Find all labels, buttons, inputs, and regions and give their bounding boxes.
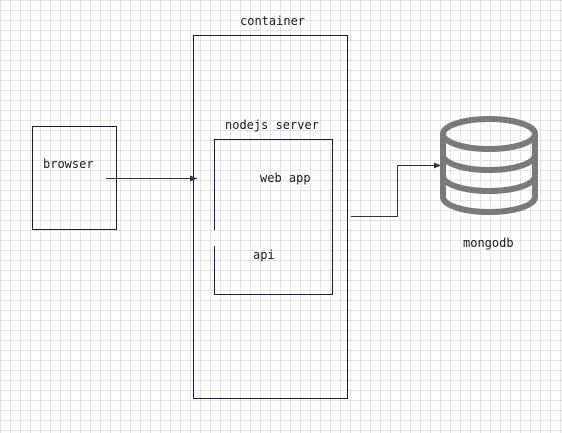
web-app-label: web app [260,171,311,185]
browser-box [32,126,117,230]
api-label: api [253,248,275,262]
container-label: container [240,14,306,28]
database-icon [440,116,538,215]
container-box [193,35,348,399]
browser-label: browser [43,157,94,171]
nodejs-server-box [214,139,333,295]
nodejs-server-label: nodejs server [225,118,319,132]
container-to-mongodb-arrow [351,162,441,217]
mongodb-label: mongodb [463,236,514,250]
